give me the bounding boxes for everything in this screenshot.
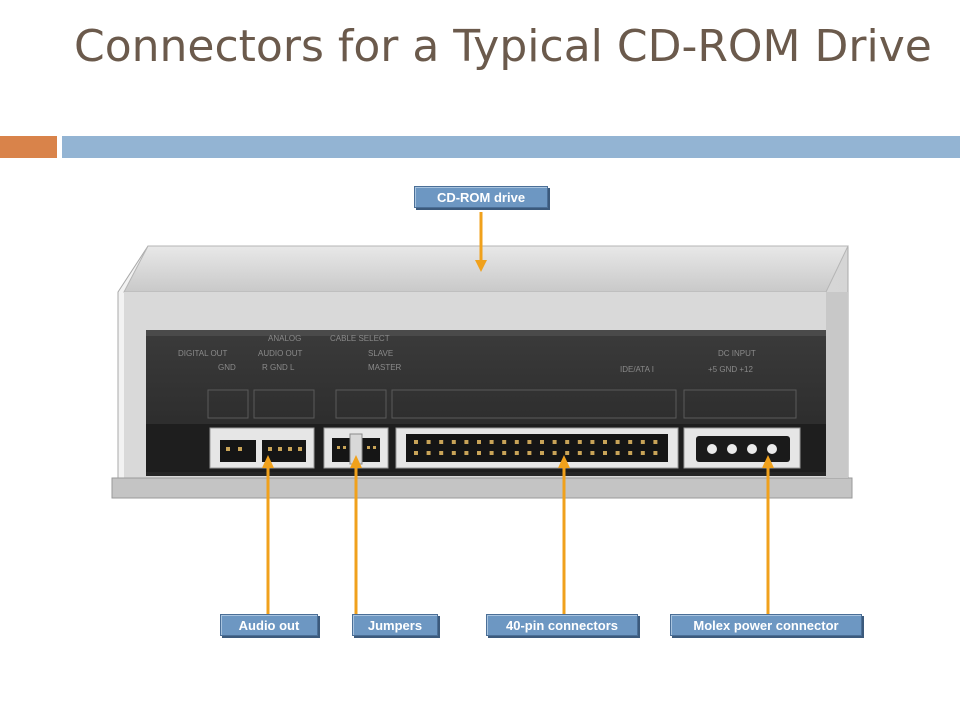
ide-pin <box>426 451 431 455</box>
panel-text-master: MASTER <box>368 363 402 372</box>
ide-pin <box>590 451 595 455</box>
ide-pin <box>640 451 645 455</box>
label-jumpers: Jumpers <box>352 614 438 636</box>
ide-pin <box>577 451 582 455</box>
ide-pin <box>615 451 620 455</box>
callout-arrows <box>262 212 774 614</box>
ide-pin <box>489 451 494 455</box>
slide-title: Connectors for a Typical CD-ROM Drive <box>74 21 932 72</box>
ide-pin <box>477 440 481 444</box>
ide-pin <box>615 440 620 444</box>
ide-pin <box>502 440 507 444</box>
ide-pin <box>451 440 456 444</box>
panel-text-dc-pins: +5 GND +12 <box>708 365 753 374</box>
ide-pin <box>489 440 494 444</box>
panel-text-audio-out: AUDIO OUT <box>258 349 303 358</box>
panel-text-analog: ANALOG <box>268 334 301 343</box>
molex-power-connector <box>683 427 801 469</box>
ide-pin <box>540 451 544 455</box>
ide-pin <box>552 440 557 444</box>
accent-bar <box>0 136 57 158</box>
ide-pin <box>590 440 595 444</box>
molex-arrowhead <box>762 455 774 468</box>
ide-pin <box>477 451 481 455</box>
ide-pin <box>628 451 633 455</box>
ide-pin <box>451 451 456 455</box>
ide-pin <box>439 451 444 455</box>
ide-pin <box>640 440 645 444</box>
jumpers-arrowhead <box>350 455 362 468</box>
panel-text-rgndl: R GND L <box>262 363 295 372</box>
ide-40-pin-connector <box>395 427 679 469</box>
ide-pin <box>514 440 519 444</box>
ide-pin <box>464 440 469 444</box>
ide-pin <box>514 451 519 455</box>
panel-text-cable-select: CABLE SELECT <box>330 334 390 343</box>
ide-pin <box>414 451 418 455</box>
panel-text-gnd: GND <box>218 363 236 372</box>
ide-pin <box>464 451 469 455</box>
label-audio-out: Audio out <box>220 614 318 636</box>
drive-arrowhead <box>475 260 487 272</box>
ide-pin <box>414 440 418 444</box>
ide-pin <box>552 451 557 455</box>
ide-pin <box>565 440 570 444</box>
ide-pin <box>577 440 582 444</box>
header-bar <box>62 136 960 158</box>
ide-pin <box>603 451 607 455</box>
pin40-arrowhead <box>558 455 570 468</box>
panel-text-ide: IDE/ATA I <box>620 365 654 374</box>
ide-pin <box>527 451 532 455</box>
ide-pin <box>527 440 532 444</box>
ide-pin <box>603 440 607 444</box>
audio-out-arrowhead <box>262 455 274 468</box>
ide-pin <box>540 440 544 444</box>
panel-text-digital-out: DIGITAL OUT <box>178 349 227 358</box>
audio-out-connector <box>209 427 315 469</box>
panel-text-dc-input: DC INPUT <box>718 349 756 358</box>
label-molex-power-connector: Molex power connector <box>670 614 862 636</box>
ide-pin <box>439 440 444 444</box>
ide-pin <box>653 440 658 444</box>
ide-pin <box>628 440 633 444</box>
panel-text-slave: SLAVE <box>368 349 393 358</box>
label-cd-rom-drive: CD-ROM drive <box>414 186 548 208</box>
ide-pin <box>653 451 658 455</box>
ide-pin <box>502 451 507 455</box>
ide-pin <box>426 440 431 444</box>
label-40-pin-connectors: 40-pin connectors <box>486 614 638 636</box>
ide-pin <box>565 451 570 455</box>
